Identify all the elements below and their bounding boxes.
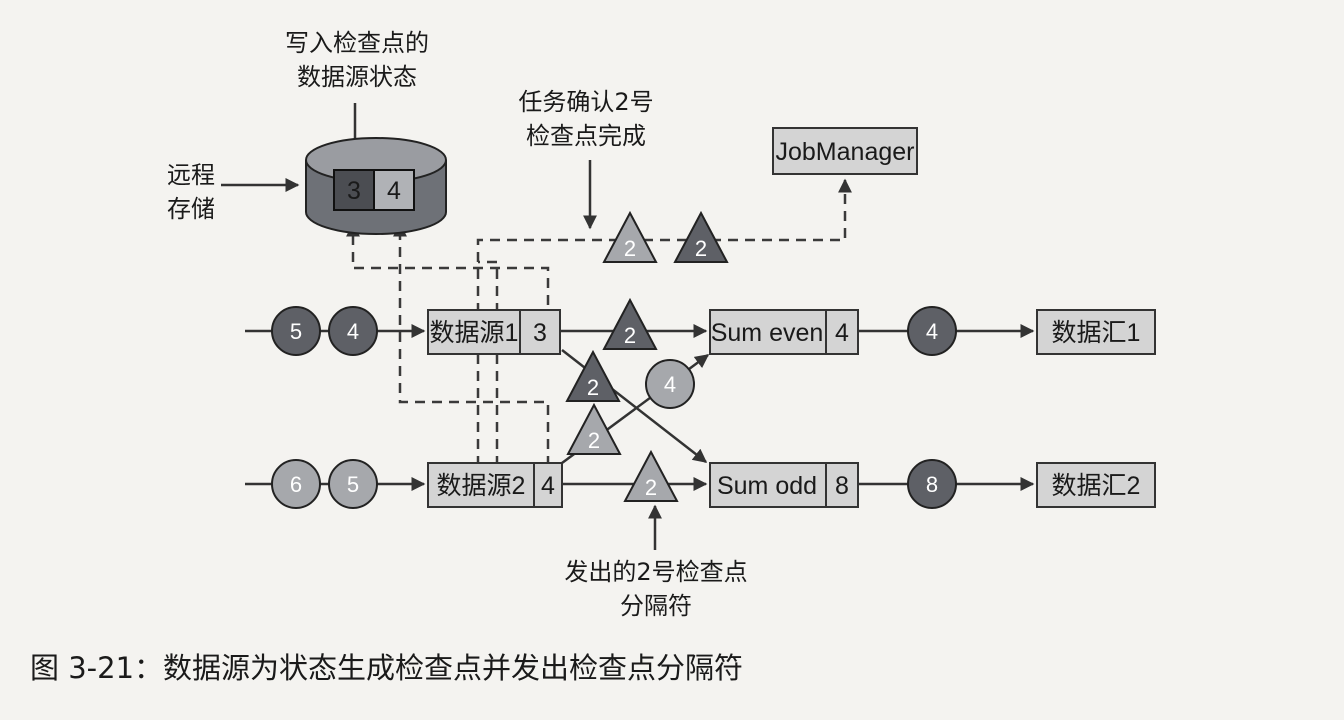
barrier-ack-a-text: 2 (624, 236, 636, 261)
record-in1-b-text: 4 (347, 319, 359, 344)
barrier-ack-a (602, 210, 658, 263)
record-in2-a (271, 459, 321, 509)
record-in2-b-text: 5 (347, 472, 359, 497)
barrier-numbers: 2 2 2 2 2 2 (587, 236, 707, 500)
figure-caption: 图 3-21：数据源为状态生成检查点并发出检查点分隔符 (30, 651, 744, 685)
record-in2-b (328, 459, 378, 509)
barrier-bottom-lane-text: 2 (645, 475, 657, 500)
dashed-lines (346, 178, 852, 466)
sum-odd-state: 8 (835, 472, 849, 500)
sum-even-state: 4 (835, 319, 849, 347)
checkpoint-diagram: 3 4 JobManager 数据源1 3 数据源2 4 Sum even 4 … (167, 29, 1156, 620)
remote-storage-label-2: 存储 (167, 195, 215, 223)
job-manager-label: JobManager (776, 138, 915, 166)
record-out1-text: 4 (926, 319, 938, 344)
source1-box: 数据源1 3 (427, 309, 561, 355)
record-numbers: 5 4 6 5 4 4 8 (290, 319, 938, 497)
sink1-box: 数据汇1 (1036, 309, 1156, 355)
barrier-diag-a (565, 349, 621, 402)
record-cross-text: 4 (664, 372, 676, 397)
ack-line-sum-even (476, 178, 852, 466)
sink2-label: 数据汇2 (1052, 472, 1141, 500)
sum-even-label: Sum even (711, 319, 824, 347)
barrier-diag-b (566, 402, 622, 455)
barrier-diag-b-text: 2 (588, 428, 600, 453)
annotation-labels: 写入检查点的 数据源状态 远程 存储 任务确认2号 检查点完成 发出的2号检查点… (167, 29, 748, 620)
job-manager: JobManager (772, 127, 918, 175)
record-in1-b (328, 306, 378, 356)
ack-line-sum-odd (478, 260, 499, 466)
record-out1 (907, 306, 957, 356)
sink1-label: 数据汇1 (1052, 319, 1141, 347)
sink2-box: 数据汇2 (1036, 462, 1156, 508)
barrier-bottom-lane (623, 449, 679, 502)
storage-slot-a-text: 3 (347, 177, 361, 205)
write-checkpoint-label-1: 写入检查点的 (285, 29, 429, 57)
remote-storage: 3 4 (305, 137, 447, 235)
state-line-source1 (346, 222, 550, 322)
state-line-source2 (393, 222, 550, 466)
storage-slot-b (373, 169, 415, 211)
source1-state: 3 (533, 319, 547, 347)
remote-storage-label-1: 远程 (167, 161, 215, 189)
storage-slot-b-text: 4 (387, 177, 401, 205)
record-cross (645, 359, 695, 409)
barrier-triangles (565, 210, 729, 502)
barrier-top-lane-text: 2 (624, 323, 636, 348)
record-out2-text: 8 (926, 472, 938, 497)
source2-state: 4 (541, 472, 555, 500)
sum-odd-label: Sum odd (717, 472, 817, 500)
record-out2 (907, 459, 957, 509)
barrier-ack-b-text: 2 (695, 236, 707, 261)
record-in1-a-text: 5 (290, 319, 302, 344)
emitted-barrier-label-1: 发出的2号检查点 (564, 558, 747, 586)
sum-odd-box: Sum odd 8 (709, 462, 859, 508)
barrier-diag-a-text: 2 (587, 375, 599, 400)
source2-label: 数据源2 (437, 472, 526, 500)
task-ack-label-1: 任务确认2号 (518, 88, 653, 116)
barrier-top-lane (602, 297, 658, 350)
emitted-barrier-label-2: 分隔符 (620, 592, 692, 620)
barrier-ack-b (673, 210, 729, 263)
record-in1-a (271, 306, 321, 356)
source2-box: 数据源2 4 (427, 462, 563, 508)
record-in2-a-text: 6 (290, 472, 302, 497)
task-ack-label-2: 检查点完成 (526, 122, 646, 150)
source1-label: 数据源1 (430, 319, 519, 347)
sum-even-box: Sum even 4 (709, 309, 859, 355)
write-checkpoint-label-2: 数据源状态 (297, 63, 417, 91)
record-circles (271, 306, 957, 509)
